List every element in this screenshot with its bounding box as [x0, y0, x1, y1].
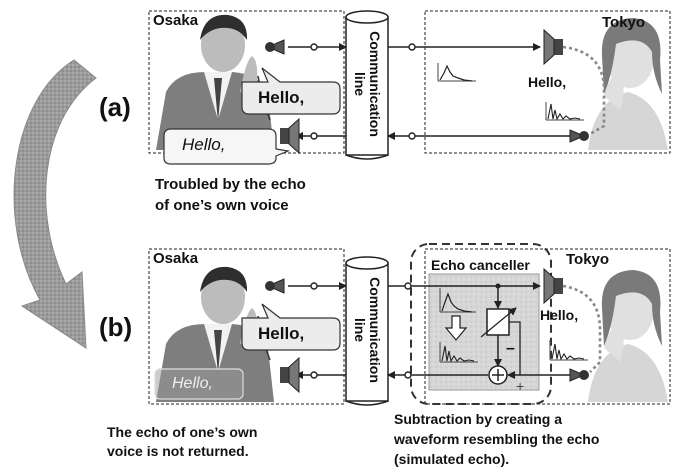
person-icon [588, 270, 668, 402]
bubble-hello-text: Hello, [258, 88, 305, 107]
city-label-tokyo: Tokyo [566, 251, 610, 268]
speaker-icon [543, 28, 563, 66]
caption-b-right: Subtraction by creating a waveform resem… [394, 409, 599, 469]
filter-icon [486, 308, 510, 336]
communication-line-label-2: line [352, 317, 368, 343]
adder-icon [488, 365, 508, 385]
faded-echo-bubble [154, 368, 244, 400]
panel-a [148, 10, 671, 165]
caption-b-left-line2: voice is not returned. [107, 443, 249, 459]
osaka-box-b [148, 248, 345, 405]
speaker-icon [543, 267, 563, 305]
caption-b-right-line2: waveform resembling the echo [394, 431, 600, 447]
tokyo-box-a [424, 10, 671, 154]
caption-b-right-line1: Subtraction by creating a [394, 411, 563, 427]
caption-a: Troubled by the echo of one’s own voice [155, 174, 306, 216]
panel-tag-a: (a) [99, 92, 131, 122]
tokyo-speech-text: Hello, [540, 307, 579, 323]
waveform-icon [439, 288, 476, 313]
caption-b-right-line3: (simulated echo). [394, 451, 510, 467]
panel-b [148, 243, 671, 406]
caption-b-left-line1: The echo of one’s own [107, 424, 258, 440]
plus-sign: + [516, 378, 525, 394]
microphone-icon [265, 39, 285, 55]
echo-canceller-box [410, 243, 552, 405]
communication-line-b [345, 256, 389, 406]
canceller-title: Echo canceller [431, 257, 530, 273]
caption-a-line1: Troubled by the echo [155, 176, 306, 193]
bubble-echo-text: Hello, [182, 135, 226, 154]
minus-sign: – [506, 340, 515, 357]
bubble-hello-text: Hello, [258, 324, 305, 343]
city-label-tokyo: Tokyo [602, 14, 646, 31]
waveform-icon [549, 340, 588, 361]
tokyo-box-b [424, 248, 671, 405]
waveform-icon [437, 63, 476, 82]
communication-line-label-1: Communication [367, 277, 383, 383]
speech-bubble-hello [241, 67, 341, 115]
panel-tag-b: (b) [99, 312, 133, 342]
tokyo-speech-text: Hello, [528, 74, 567, 90]
microphone-icon [569, 129, 589, 143]
speech-bubble-echo [163, 128, 291, 165]
communication-line-label-1: Communication [367, 31, 383, 137]
communication-line-a [345, 10, 389, 160]
city-label-osaka: Osaka [153, 250, 199, 267]
microphone-icon [569, 368, 589, 382]
caption-a-line2: of one’s own voice [155, 197, 289, 214]
waveform-icon [545, 102, 584, 121]
speaker-icon [280, 117, 300, 155]
speech-bubble-hello [241, 303, 341, 351]
faded-echo-text: Hello, [172, 375, 213, 392]
person-icon [588, 18, 668, 150]
speaker-icon [280, 356, 300, 394]
waveform-icon [439, 342, 478, 363]
down-arrow-icon [444, 315, 468, 341]
microphone-icon [265, 278, 285, 294]
osaka-box-a [148, 10, 345, 154]
curved-arrow-icon [13, 59, 97, 349]
communication-line-label-2: line [352, 71, 368, 97]
echo-canceller-bg [428, 273, 540, 391]
city-label-osaka: Osaka [153, 12, 199, 29]
caption-b-left: The echo of one’s own voice is not retur… [107, 423, 257, 461]
